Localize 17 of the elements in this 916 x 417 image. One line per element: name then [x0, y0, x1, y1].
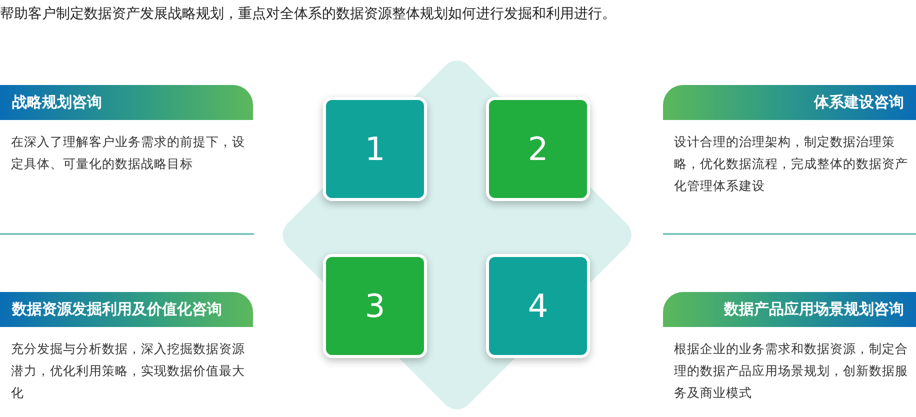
description-text: 充分发掘与分析数据，深入挖掘数据资源潜力，优化利用策略，实现数据价值最大化 [11, 340, 246, 402]
step-number: 1 [364, 130, 386, 168]
heading-bar: 体系建设咨询 [663, 85, 916, 120]
title: 帮助客户制定数据资产发展战略规划，重点对全体系的数据资源整体规划如何进行发掘和利用进行。 [0, 5, 616, 23]
heading-bar: 数据资源发掘利用及价值化咨询 [0, 292, 253, 327]
number-tile [486, 97, 590, 201]
number-tile [323, 254, 427, 358]
description-text: 在深入了理解客户业务需求的前提下，设定具体、可量化的数据战略目标 [11, 133, 246, 173]
step-number: 3 [364, 287, 386, 325]
description-text: 设计合理的治理架构，制定数据治理策略，优化数据流程，完成整体的数据资产化管理体系建设 [674, 133, 909, 195]
heading-bar: 数据产品应用场景规划咨询 [663, 292, 916, 327]
description-text: 根据企业的业务需求和数据资源，制定合理的数据产品应用场景规划，创新数据服务及商业模式 [674, 340, 909, 402]
number-tile [486, 254, 590, 358]
step-number: 4 [528, 287, 548, 325]
heading-bar: 战略规划咨询 [0, 85, 253, 120]
number-tile [323, 97, 427, 201]
step-number: 2 [528, 130, 548, 168]
